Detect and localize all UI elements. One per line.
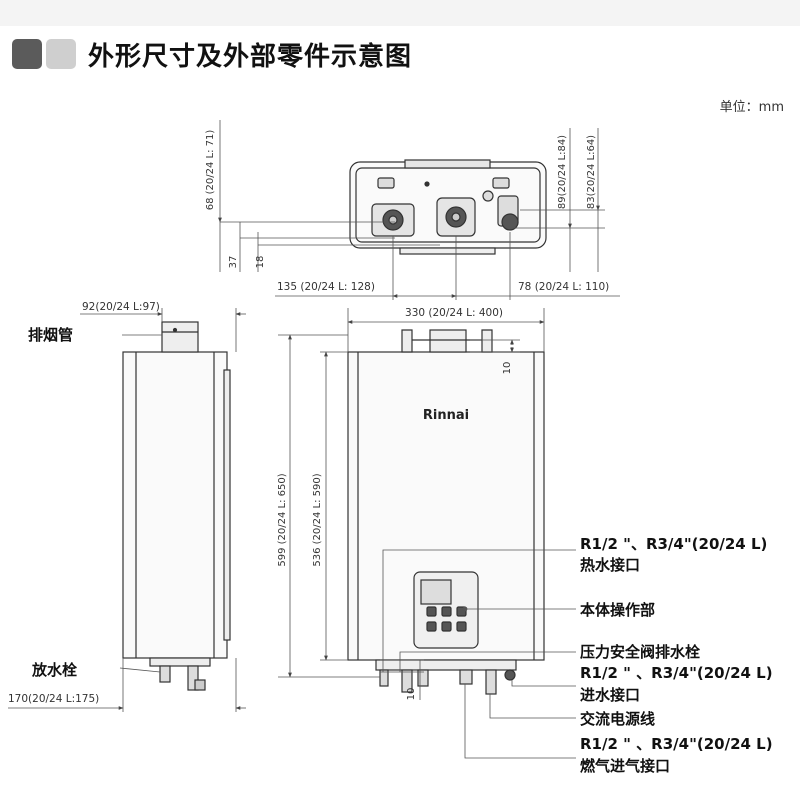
front-bottom-plate — [375, 659, 517, 671]
top-view-dims — [218, 120, 620, 300]
dim-37: 37 — [228, 256, 239, 269]
flue-pipe — [161, 321, 199, 353]
relief-fitting-front — [417, 669, 429, 687]
brand-logo: Rinnai — [423, 408, 469, 423]
label-relief-valve: 压力安全阀排水栓 — [580, 643, 701, 661]
dim-68: 68 (20/24 L: 71) — [205, 130, 216, 211]
side-fitting — [187, 665, 199, 691]
control-button — [456, 621, 467, 632]
dim-92: 92(20/24 L:97) — [82, 301, 160, 313]
dim-78: 78 (20/24 L: 110) — [518, 281, 609, 293]
control-button — [426, 621, 437, 632]
water-inlet-port-top — [501, 213, 519, 231]
relief-knob-top — [482, 190, 494, 202]
label-power-cord: 交流电源线 — [580, 710, 656, 728]
dim-170: 170(20/24 L:175) — [8, 693, 99, 705]
section-header: 外形尺寸及外部零件示意图 — [12, 38, 413, 72]
control-button — [441, 621, 452, 632]
header-square-dark — [12, 39, 42, 69]
page-title: 外形尺寸及外部零件示意图 — [88, 41, 413, 72]
control-button — [426, 606, 437, 617]
top-band — [0, 0, 800, 26]
dim-10-bottom: 10 — [406, 688, 417, 701]
side-view — [122, 321, 231, 691]
leader-lines — [119, 334, 576, 759]
dim-330: 330 (20/24 L: 400) — [405, 307, 503, 319]
dim-10-top: 10 — [502, 362, 513, 375]
side-view-body — [122, 351, 228, 659]
gas-fitting-front — [459, 669, 473, 685]
top-view — [349, 159, 547, 255]
header-square-light — [46, 39, 76, 69]
front-flue-top — [429, 329, 467, 353]
dim-83: 83(20/24 L:64) — [586, 135, 597, 209]
top-bracket-left — [377, 177, 395, 189]
label-gas-inlet: 燃气进气接口 — [580, 757, 671, 775]
dim-599: 599 (20/24 L: 650) — [277, 473, 288, 566]
label-drain-plug: 放水栓 — [32, 661, 78, 679]
front-view — [347, 329, 545, 695]
label-hot-water: 热水接口 — [580, 556, 641, 574]
gas-port-core — [451, 212, 461, 222]
dim-18: 18 — [255, 256, 266, 269]
control-display — [420, 579, 452, 605]
side-bottom-plate — [149, 657, 211, 667]
label-water-inlet: 进水接口 — [580, 686, 641, 704]
hot-water-fitting-front — [401, 669, 413, 693]
front-fitting — [379, 669, 389, 687]
drain-plug — [159, 665, 171, 683]
power-cord-front — [485, 669, 497, 695]
top-screw — [424, 181, 430, 187]
label-relief-spec: R1/2 " 、R3/4"(20/24 L) — [580, 664, 773, 682]
top-view-lip — [399, 247, 496, 255]
label-gas-spec: R1/2 " 、R3/4"(20/24 L) — [580, 735, 773, 753]
dim-536: 536 (20/24 L: 590) — [312, 473, 323, 566]
dim-135: 135 (20/24 L: 128) — [277, 281, 375, 293]
front-view-dims — [278, 308, 545, 700]
top-bracket-right — [492, 177, 510, 189]
label-hot-water-spec: R1/2 "、R3/4"(20/24 L) — [580, 535, 768, 553]
dim-89: 89(20/24 L:84) — [557, 135, 568, 209]
hot-water-port-core — [388, 215, 398, 225]
top-view-mount — [404, 159, 491, 169]
label-flue-pipe: 排烟管 — [28, 326, 74, 344]
control-button — [441, 606, 452, 617]
water-inlet-front — [504, 669, 516, 681]
side-view-bracket — [223, 369, 231, 641]
mount-ear-right — [481, 329, 493, 353]
side-view-dims — [8, 308, 246, 712]
label-control-panel: 本体操作部 — [580, 601, 656, 619]
unit-label: 单位：mm — [719, 100, 784, 115]
mount-ear-left — [401, 329, 413, 353]
